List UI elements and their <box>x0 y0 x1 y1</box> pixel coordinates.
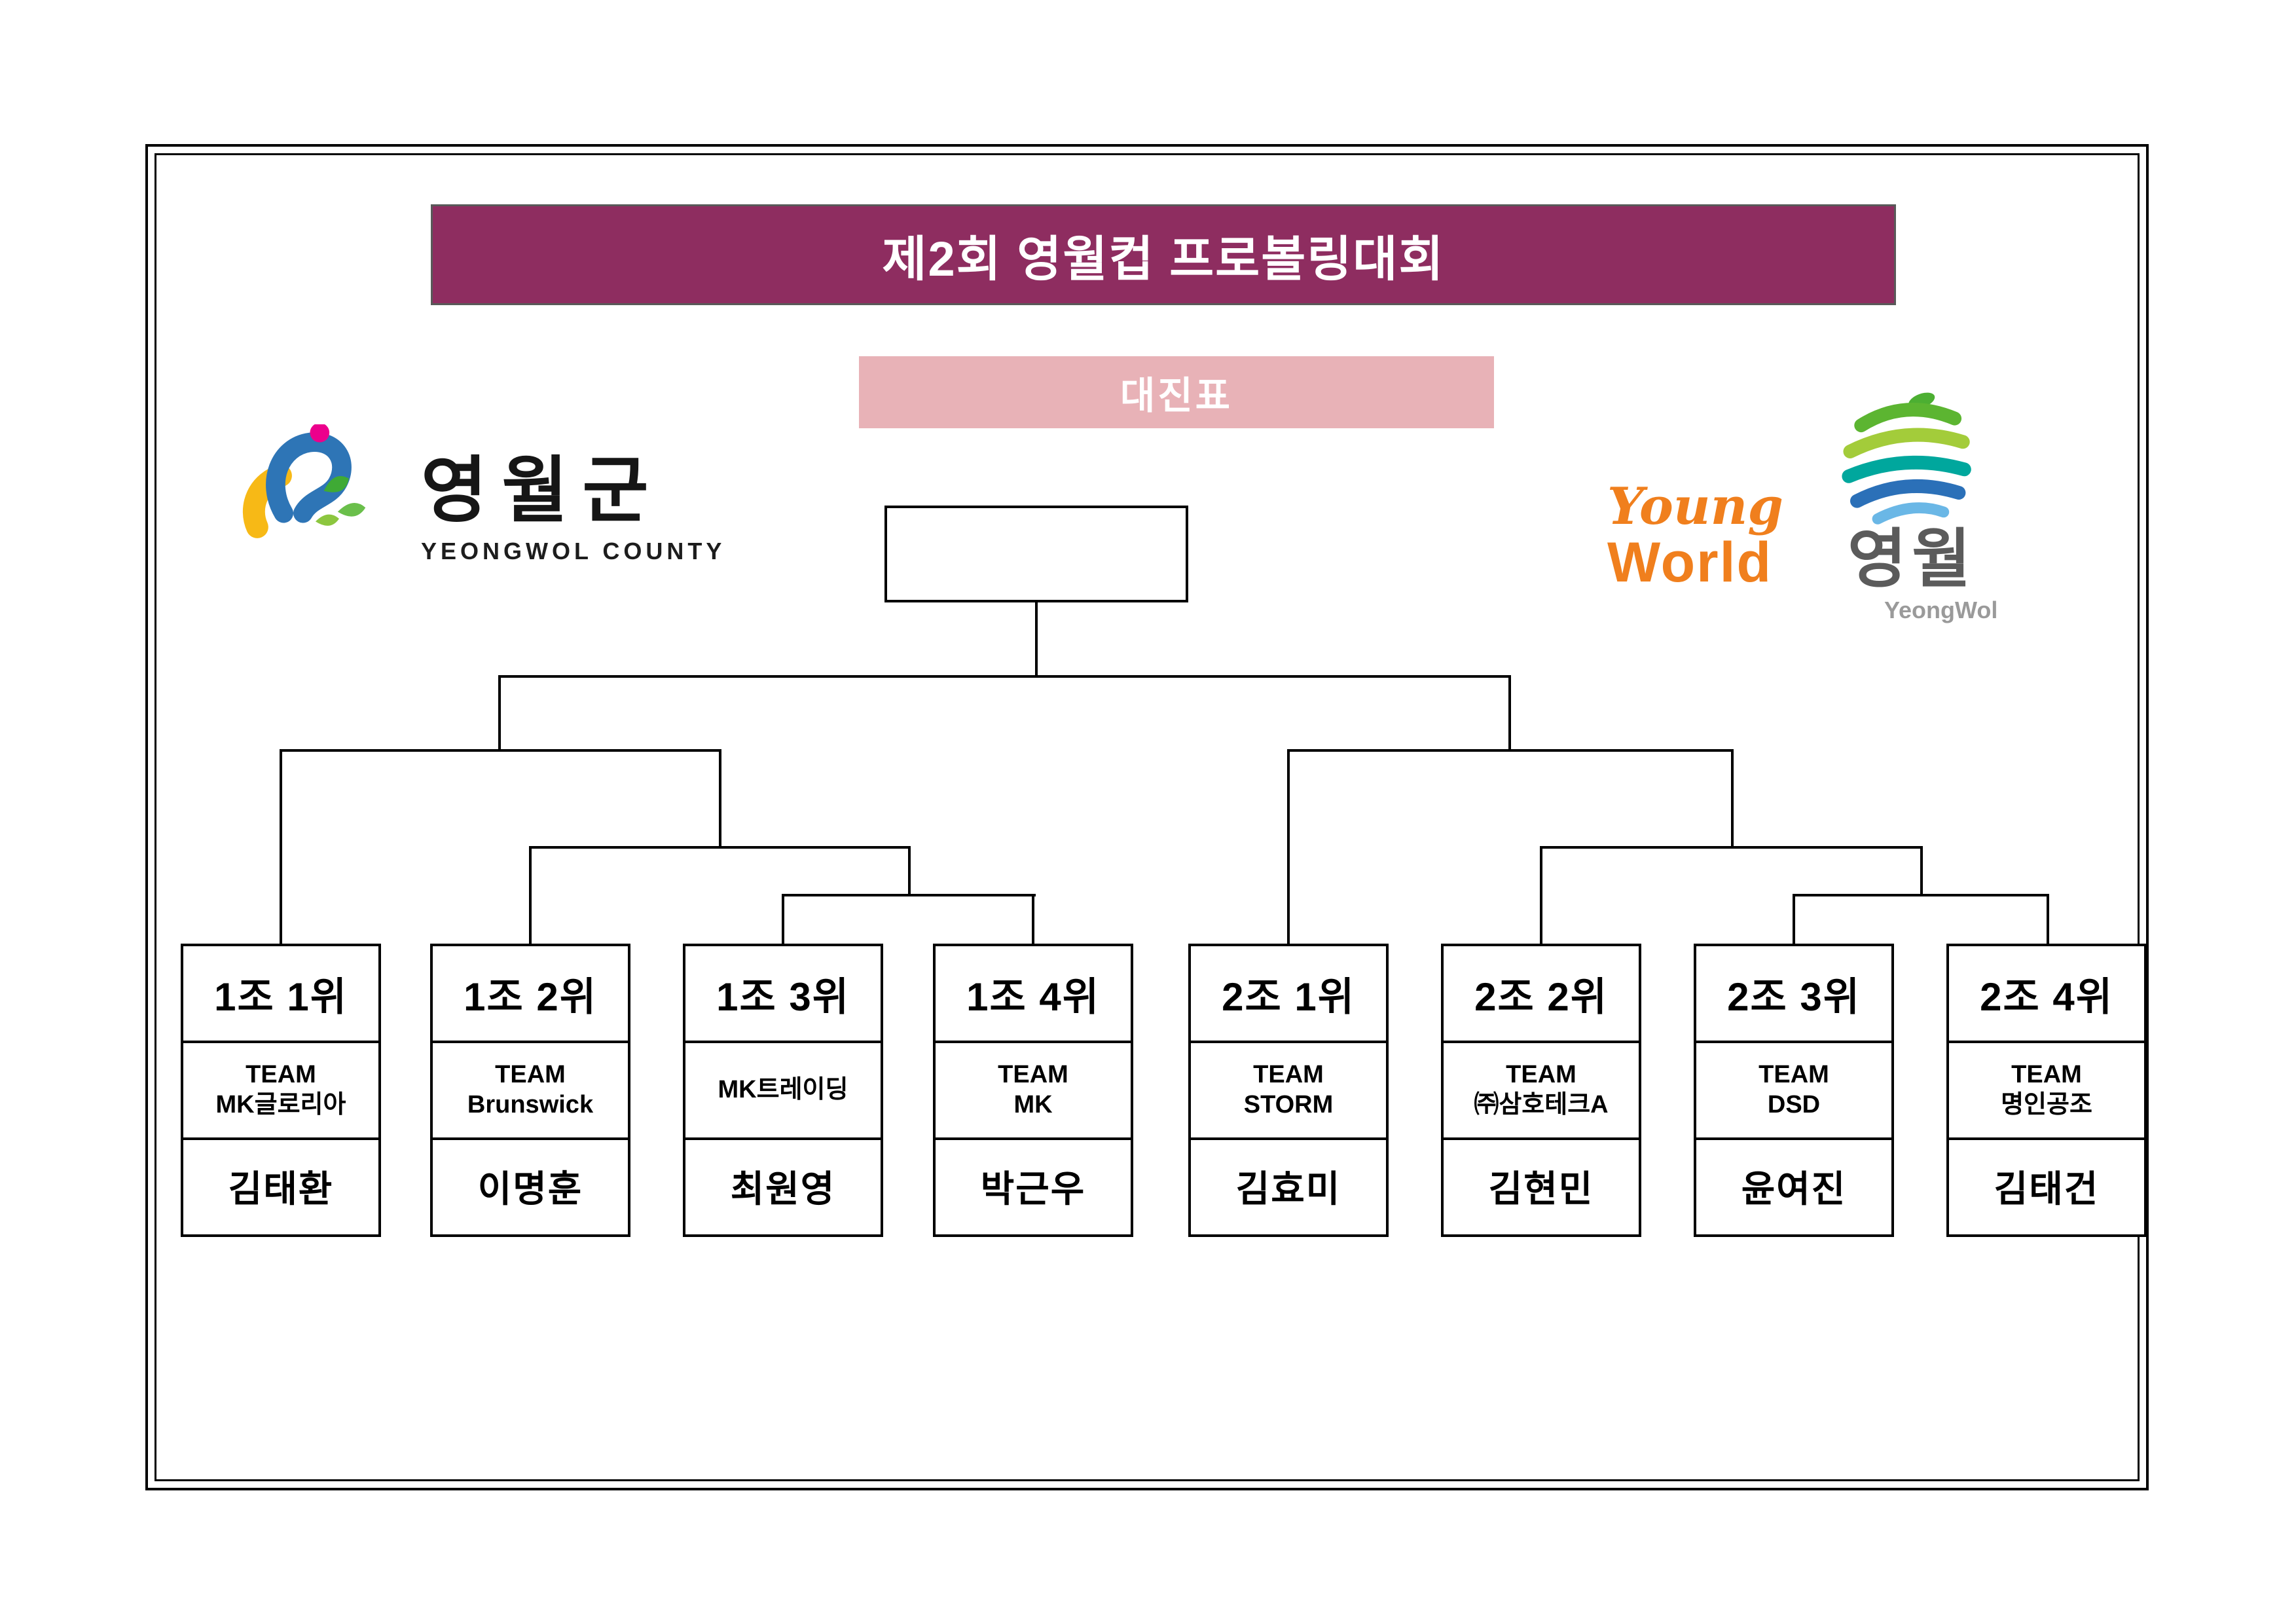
yeongwol-county-name: 영월군 <box>421 451 663 531</box>
bracket-line <box>529 846 911 849</box>
seed-label: 2조 3위 <box>1696 946 1891 1043</box>
yeongwol-county-name-en: YEONGWOL COUNTY <box>421 538 726 564</box>
bracket-line <box>1035 602 1038 678</box>
bracket-line <box>1287 749 1290 944</box>
seed-label: 1조 3위 <box>685 946 881 1043</box>
young-world-text-world: World <box>1607 531 1773 594</box>
player-name: 김태건 <box>1994 1168 2100 1209</box>
seed-label: 1조 4위 <box>936 946 1131 1043</box>
bracket-line <box>908 846 911 896</box>
young-world-mark-icon <box>1842 392 1971 525</box>
team-name: MK트레이딩 <box>685 1043 881 1140</box>
document-border <box>145 144 2149 1490</box>
team-box-3: 1조 3위 MK트레이딩 최원영 <box>683 944 883 1237</box>
bracket-line <box>1540 846 1542 944</box>
player-name: 이명훈 <box>477 1168 583 1209</box>
bracket-line <box>1540 846 1923 849</box>
yeongwol-county-mark-icon <box>242 424 366 538</box>
seed-label: 2조 4위 <box>1949 946 2144 1043</box>
team-name: TEAM ㈜삼호테크A <box>1444 1043 1639 1140</box>
team-name: TEAM 명인공조 <box>1949 1043 2144 1140</box>
team-box-1: 1조 1위 TEAM MK글로리아 김태환 <box>181 944 381 1237</box>
bracket-line <box>498 675 501 752</box>
bracket-line <box>1287 749 1734 752</box>
seed-label: 1조 1위 <box>183 946 378 1043</box>
bracket-line <box>280 749 721 752</box>
seed-label: 2조 1위 <box>1191 946 1386 1043</box>
young-world-text-korean: 영월 <box>1848 523 1977 595</box>
team-name: TEAM STORM <box>1191 1043 1386 1140</box>
tournament-title: 제2회 영월컵 프로볼링대회 <box>882 231 1445 286</box>
bracket-line <box>1032 894 1034 944</box>
bracket-subtitle: 대진표 <box>1120 375 1233 417</box>
team-box-5: 2조 1위 TEAM STORM 김효미 <box>1188 944 1389 1237</box>
seed-label: 1조 2위 <box>433 946 628 1043</box>
bracket-line <box>782 894 784 944</box>
player-name: 윤여진 <box>1741 1168 1847 1209</box>
title-banner: 제2회 영월컵 프로볼링대회 <box>431 204 1896 305</box>
team-box-4: 1조 4위 TEAM MK 박근우 <box>933 944 1133 1237</box>
player-name: 박근우 <box>980 1168 1086 1209</box>
team-name: TEAM MK <box>936 1043 1131 1140</box>
team-box-8: 2조 4위 TEAM 명인공조 김태건 <box>1946 944 2147 1237</box>
bracket-line <box>1793 894 1795 944</box>
bracket-line <box>1731 749 1734 849</box>
team-name: TEAM Brunswick <box>433 1043 628 1140</box>
bracket-line <box>1793 894 2049 896</box>
yeongwol-county-logo: 영월군 YEONGWOL COUNTY <box>238 419 761 576</box>
player-name: 김태환 <box>228 1168 334 1209</box>
final-winner-box <box>884 506 1188 602</box>
yeongwol-county-text: 영월군 YEONGWOL COUNTY <box>421 455 725 565</box>
team-box-6: 2조 2위 TEAM ㈜삼호테크A 김현민 <box>1441 944 1641 1237</box>
player-name: 최원영 <box>730 1168 836 1209</box>
bracket-line <box>2047 894 2049 944</box>
bracket-line <box>529 846 532 944</box>
young-world-logo: Young World 영월 YeongWol <box>1604 386 2036 635</box>
bracket-line <box>1920 846 1923 896</box>
team-box-7: 2조 3위 TEAM DSD 윤여진 <box>1694 944 1894 1237</box>
team-name: TEAM DSD <box>1696 1043 1891 1140</box>
bracket-line <box>1508 675 1511 752</box>
bracket-line <box>719 749 721 849</box>
bracket-line <box>280 749 282 944</box>
bracket-line <box>498 675 1511 678</box>
young-world-text-young: Young <box>1607 477 1783 536</box>
bracket-line <box>782 894 1036 896</box>
subtitle-banner: 대진표 <box>859 356 1494 428</box>
player-name: 김효미 <box>1235 1168 1341 1209</box>
seed-label: 2조 2위 <box>1444 946 1639 1043</box>
player-name: 김현민 <box>1488 1168 1594 1209</box>
document-border-inner <box>155 153 2140 1481</box>
team-box-2: 1조 2위 TEAM Brunswick 이명훈 <box>430 944 630 1237</box>
young-world-text-en: YeongWol <box>1884 597 1998 623</box>
team-name: TEAM MK글로리아 <box>183 1043 378 1140</box>
